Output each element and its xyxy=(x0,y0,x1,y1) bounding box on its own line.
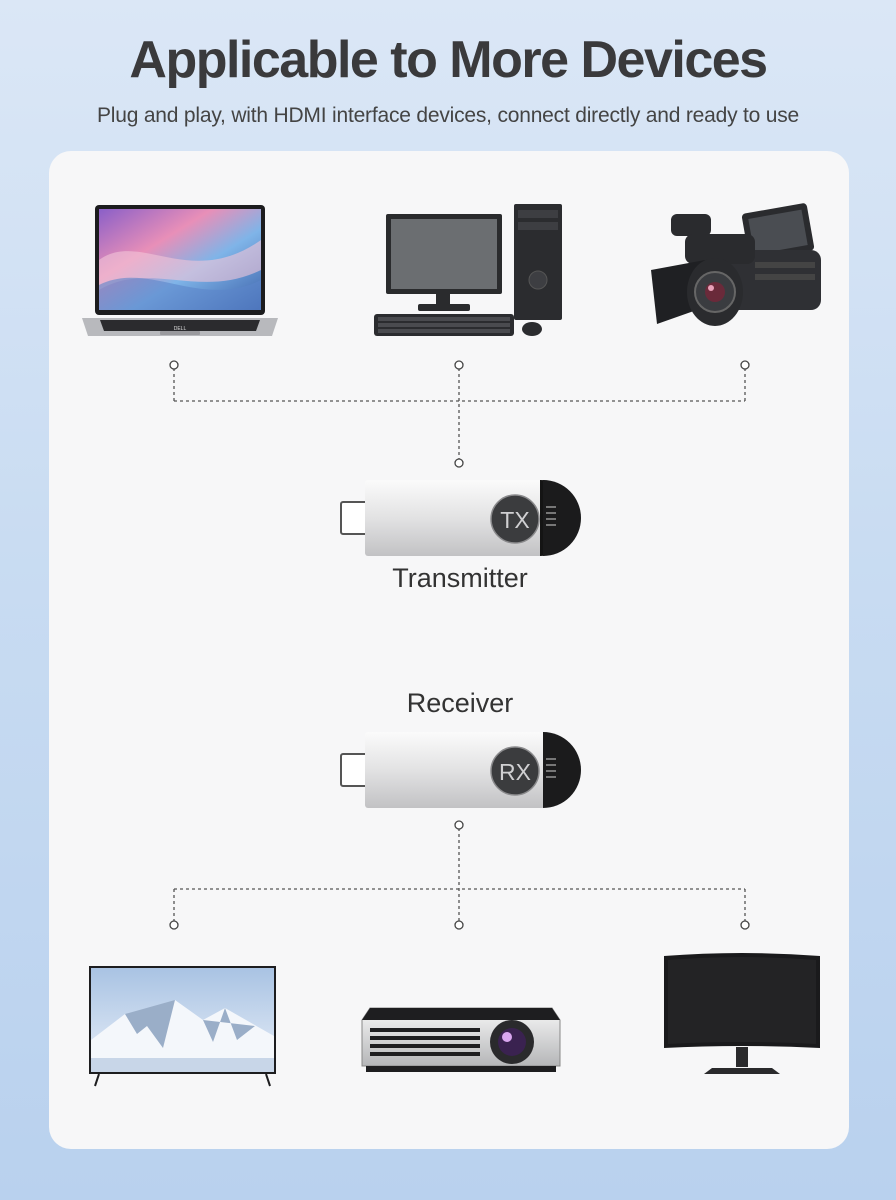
transmitter-label: Transmitter xyxy=(392,563,528,593)
receiver-label: Receiver xyxy=(406,688,514,718)
connector-dot xyxy=(454,458,464,468)
laptop-image: DELL xyxy=(82,205,278,336)
desktop-computer-image xyxy=(374,204,562,336)
connector-dot xyxy=(454,820,464,830)
connector-dot xyxy=(740,920,750,930)
receiver-dongle: RX xyxy=(340,732,581,808)
camcorder-image xyxy=(651,203,821,326)
connector-dot xyxy=(169,360,179,370)
connector-dot xyxy=(740,360,750,370)
rx-badge: RX xyxy=(499,759,531,785)
transmitter-dongle: TX xyxy=(340,480,581,556)
page-subtitle: Plug and play, with HDMI interface devic… xyxy=(96,104,800,127)
page-title: Applicable to More Devices xyxy=(129,31,768,89)
curved-monitor-image xyxy=(664,953,820,1074)
connector-dot xyxy=(454,360,464,370)
projector-image xyxy=(361,1007,561,1072)
connector-dot xyxy=(454,920,464,930)
tv-image xyxy=(89,966,276,1087)
laptop-brand: DELL xyxy=(174,326,187,332)
connector-dot xyxy=(169,920,179,930)
tx-badge: TX xyxy=(500,507,529,533)
